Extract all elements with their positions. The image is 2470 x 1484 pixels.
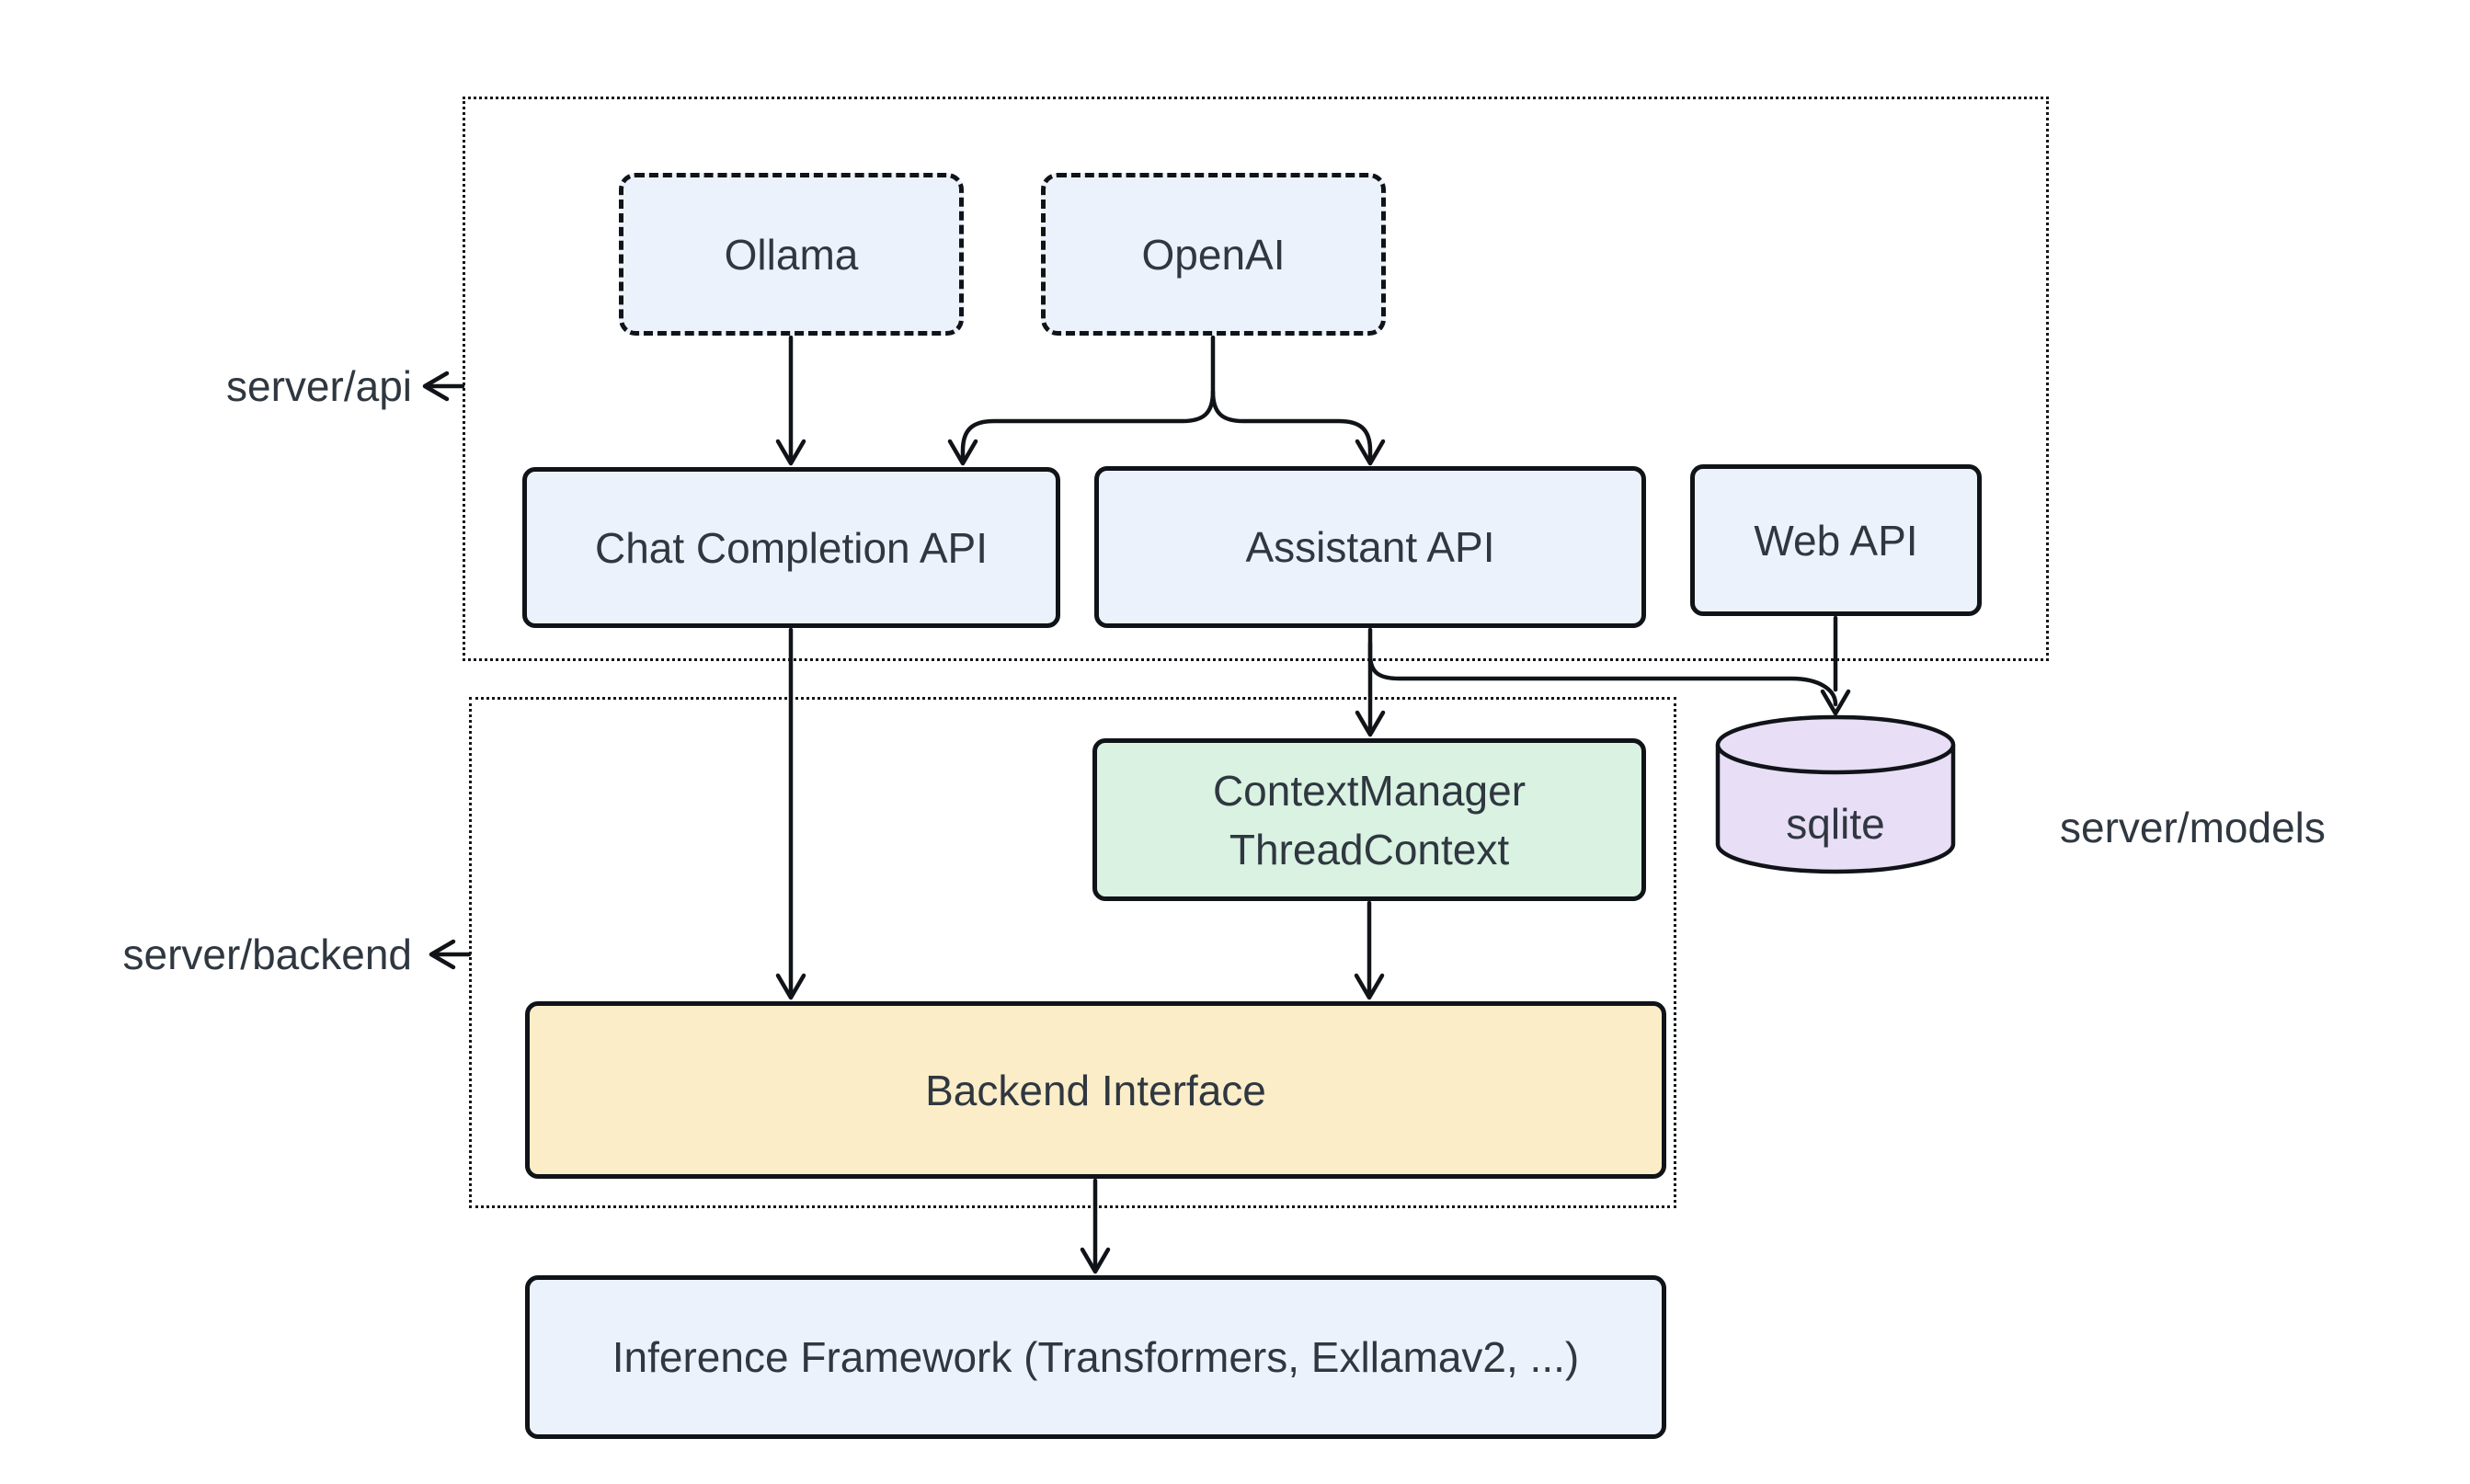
sqlite-cylinder-top — [1715, 714, 1956, 775]
arrowhead-api-label-pointer — [422, 371, 450, 402]
node-context-manager: ContextManager ThreadContext — [1092, 738, 1646, 901]
server-api-label: server/api — [226, 362, 412, 410]
context-manager-line1: ContextManager — [1212, 766, 1527, 815]
node-assistant-api: Assistant API — [1094, 466, 1646, 628]
server-models-label: server/models — [2060, 804, 2326, 851]
server-api-container — [463, 97, 2049, 661]
arrowhead-backend-to-inference — [1080, 1247, 1111, 1274]
context-manager-line2: ThreadContext — [1229, 825, 1510, 873]
server-backend-label: server/backend — [122, 930, 413, 978]
node-ollama: Ollama — [619, 173, 964, 336]
node-backend-interface: Backend Interface — [525, 1001, 1666, 1179]
node-web-api: Web API — [1690, 464, 1982, 616]
node-sqlite-label: sqlite — [1786, 800, 1885, 848]
node-chat-completion-api: Chat Completion API — [522, 467, 1060, 628]
arrowhead-web-to-sqlite — [1820, 689, 1851, 716]
arrowhead-backend-label-pointer — [429, 939, 456, 970]
node-inference-framework: Inference Framework (Transformers, Exlla… — [525, 1275, 1666, 1439]
node-openai: OpenAI — [1041, 173, 1386, 336]
